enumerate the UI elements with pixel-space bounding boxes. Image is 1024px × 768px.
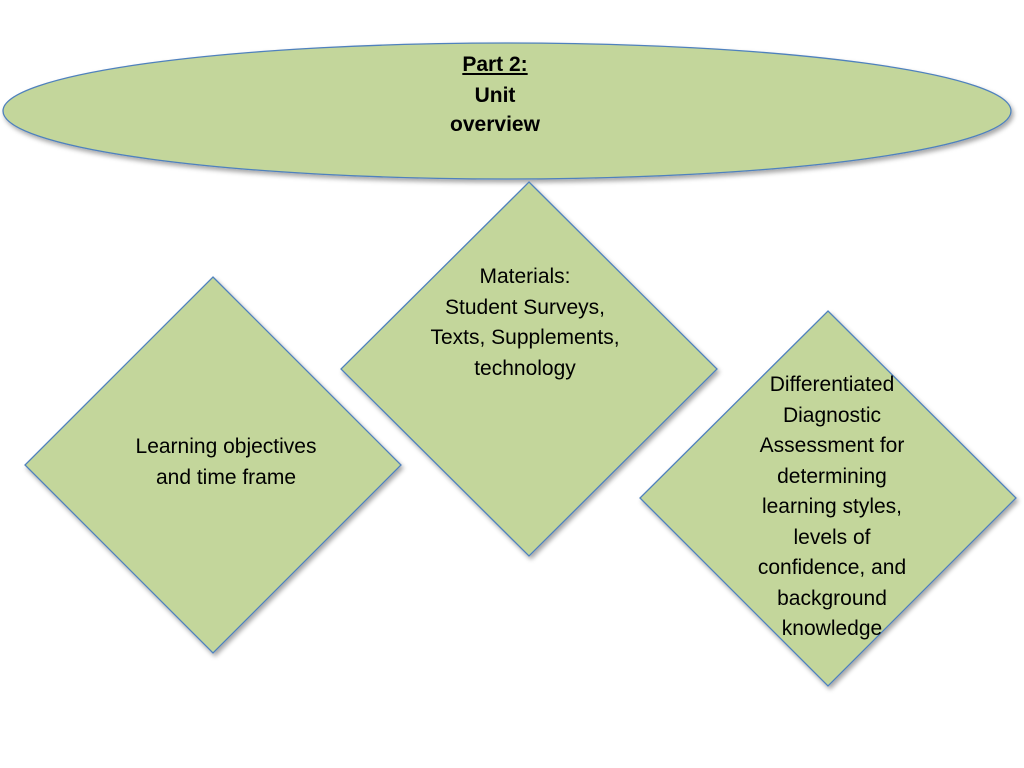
objectives-line-2: and time frame (155, 465, 297, 489)
title-line-1: Unit (474, 84, 516, 107)
assessment-diamond (639, 310, 1017, 687)
materials-line-4: technology (474, 356, 576, 380)
assessment-line-5: learning styles, (761, 495, 903, 518)
title-heading: Part 2: (462, 53, 528, 76)
assessment-line-3: Assessment for (759, 434, 905, 457)
materials-line-2: Student Surveys, (445, 295, 605, 319)
title-ellipse (2, 42, 1012, 180)
title-line-2: overview (450, 113, 540, 136)
materials-line-1: Materials: (479, 265, 571, 288)
materials-diamond (340, 181, 718, 557)
objectives-line-1: Learning objectives (135, 435, 317, 458)
materials-text: Materials: Student Surveys, Texts, Suppl… (405, 262, 645, 384)
assessment-line-8: background (777, 586, 887, 610)
objectives-diamond (24, 276, 402, 654)
materials-line-3: Texts, Supplements, (430, 326, 620, 349)
objectives-text: Learning objectives and time frame (106, 432, 346, 493)
assessment-line-4: determining (777, 464, 887, 488)
assessment-line-6: levels of (793, 525, 871, 549)
assessment-line-7: confidence, and (757, 556, 907, 579)
assessment-line-2: Diagnostic (782, 403, 882, 427)
assessment-line-1: Differentiated (769, 373, 895, 396)
assessment-line-9: knowledge (781, 617, 883, 640)
assessment-text: Differentiated Diagnostic Assessment for… (722, 370, 942, 645)
title-text: Part 2: Unit overview (395, 49, 595, 140)
